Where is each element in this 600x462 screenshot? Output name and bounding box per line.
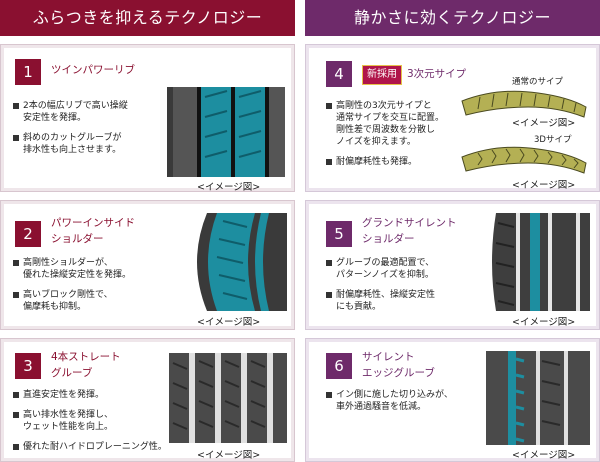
normal-sipe-image: [458, 85, 590, 119]
image-caption: <イメージ図>: [197, 317, 261, 328]
tire-edge-groove-image: [486, 351, 590, 445]
card-number: 1: [15, 59, 41, 85]
image-caption: <イメージ図>: [512, 450, 576, 461]
tech-card-silent-edge-groove: 6 サイレント エッジグルーブ イン側に施した切り込みが、車外通過騒音を低減。 …: [305, 338, 600, 462]
image-caption: <イメージ図>: [197, 450, 261, 461]
feature-item: 高剛性の3次元サイプと通常サイプを交互に配置。剛性差で周波数を分散しノイズを抑え…: [326, 100, 444, 148]
feature-item: 高剛性ショルダーが、優れた操縦安定性を発揮。: [13, 257, 131, 281]
image-caption: <イメージ図>: [512, 317, 576, 328]
card-title: グランドサイレント ショルダー: [362, 217, 457, 245]
right-column-header: 静かさに効くテクノロジー: [305, 0, 600, 36]
feature-item: 直進安定性を発揮。: [13, 389, 213, 401]
card-number: 4: [326, 61, 352, 87]
card-number: 2: [15, 221, 41, 247]
3d-sipe-label: 3Dサイプ: [534, 135, 572, 145]
feature-list: イン側に施した切り込みが、車外通過騒音を低減。: [326, 389, 453, 421]
card-title: サイレント エッジグルーブ: [362, 351, 435, 379]
feature-list: 2本の幅広リブで高い操縦安定性を発揮。 斜めのカットグルーブが排水性も向上させま…: [13, 100, 128, 164]
card-number: 3: [15, 353, 41, 379]
feature-list: 直進安定性を発揮。 高い排水性を発揮し、ウェット性能を向上。 優れた耐ハイドロプ…: [13, 389, 213, 461]
tire-shoulder-image: [177, 213, 287, 311]
image-caption: <イメージ図>: [512, 180, 576, 191]
feature-item: 耐偏摩耗性も発揮。: [326, 156, 444, 168]
image-caption: <イメージ図>: [512, 118, 576, 129]
card-number: 6: [326, 353, 352, 379]
3d-sipe-image: [458, 141, 590, 175]
new-badge: 新採用: [362, 65, 402, 85]
feature-item: イン側に施した切り込みが、車外通過騒音を低減。: [326, 389, 453, 413]
feature-item: 耐偏摩耗性、操縦安定性にも貢献。: [326, 289, 435, 313]
tire-straight-groove-image: [169, 353, 287, 443]
tech-card-twin-power-rib: 1 ツインパワーリブ 2本の幅広リブで高い操縦安定性を発揮。 斜めのカットグルー…: [0, 44, 295, 193]
normal-sipe-label: 通常のサイプ: [512, 77, 564, 87]
card-title: ツインパワーリブ: [51, 64, 135, 76]
left-column-header: ふらつきを抑えるテクノロジー: [0, 0, 295, 36]
tech-card-four-straight-groove: 3 4本ストレート グルーブ 直進安定性を発揮。 高い排水性を発揮し、ウェット性…: [0, 338, 295, 462]
feature-item: 高い排水性を発揮し、ウェット性能を向上。: [13, 409, 213, 433]
tire-shoulder-image: [486, 213, 590, 311]
card-number: 5: [326, 221, 352, 247]
feature-item: 高いブロック剛性で、偏摩耗も抑制。: [13, 289, 131, 313]
feature-list: 高剛性ショルダーが、優れた操縦安定性を発揮。 高いブロック剛性で、偏摩耗も抑制。: [13, 257, 131, 321]
card-title: 4本ストレート グルーブ: [51, 351, 121, 379]
tire-tread-image: [167, 87, 285, 177]
image-caption: <イメージ図>: [197, 182, 261, 193]
tech-card-grand-silent-shoulder: 5 グランドサイレント ショルダー グルーブの最適配置で、パターンノイズを抑制。…: [305, 200, 600, 330]
tech-card-power-inside-shoulder: 2 パワーインサイド ショルダー 高剛性ショルダーが、優れた操縦安定性を発揮。 …: [0, 200, 295, 330]
feature-list: 高剛性の3次元サイプと通常サイプを交互に配置。剛性差で周波数を分散しノイズを抑え…: [326, 100, 444, 176]
card-title: パワーインサイド ショルダー: [51, 217, 135, 245]
feature-item: 優れた耐ハイドロプレーニング性。: [13, 441, 213, 453]
feature-item: 斜めのカットグルーブが排水性も向上させます。: [13, 132, 128, 156]
feature-list: グルーブの最適配置で、パターンノイズを抑制。 耐偏摩耗性、操縦安定性にも貢献。: [326, 257, 435, 321]
feature-item: 2本の幅広リブで高い操縦安定性を発揮。: [13, 100, 128, 124]
feature-item: グルーブの最適配置で、パターンノイズを抑制。: [326, 257, 435, 281]
